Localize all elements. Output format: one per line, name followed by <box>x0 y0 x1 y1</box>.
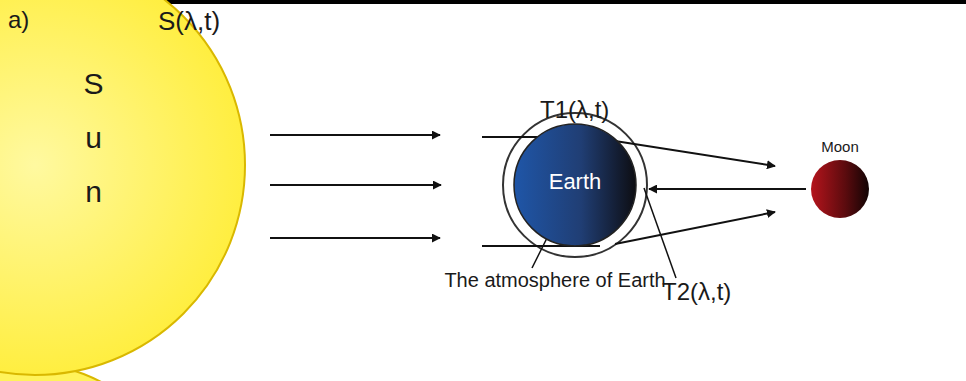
light-ray <box>615 212 775 244</box>
transmission-label: T1(λ,t) <box>540 96 609 124</box>
panel-letter: a) <box>8 6 29 34</box>
transmission-label: T2(λ,t) <box>662 278 731 306</box>
atmosphere-ring <box>503 113 647 257</box>
earth-label: Earth <box>513 169 637 195</box>
sun-shape <box>0 0 245 375</box>
earth-node: Earth <box>513 123 637 247</box>
sun-label: S u n <box>77 57 110 219</box>
spectrum-label: S(λ,t) <box>158 6 220 37</box>
moon-node: Moon <box>790 138 890 218</box>
moon-shape <box>810 159 870 219</box>
light-arrow <box>649 188 806 190</box>
light-ray <box>270 237 440 239</box>
leader-line <box>644 188 676 278</box>
moon-heading: Moon <box>790 138 890 155</box>
light-arrow <box>270 184 441 186</box>
atmosphere-label: The atmosphere of Earth <box>440 268 670 292</box>
light-ray <box>270 134 440 136</box>
light-ray <box>615 141 775 166</box>
sun-node: S u n <box>0 0 245 375</box>
